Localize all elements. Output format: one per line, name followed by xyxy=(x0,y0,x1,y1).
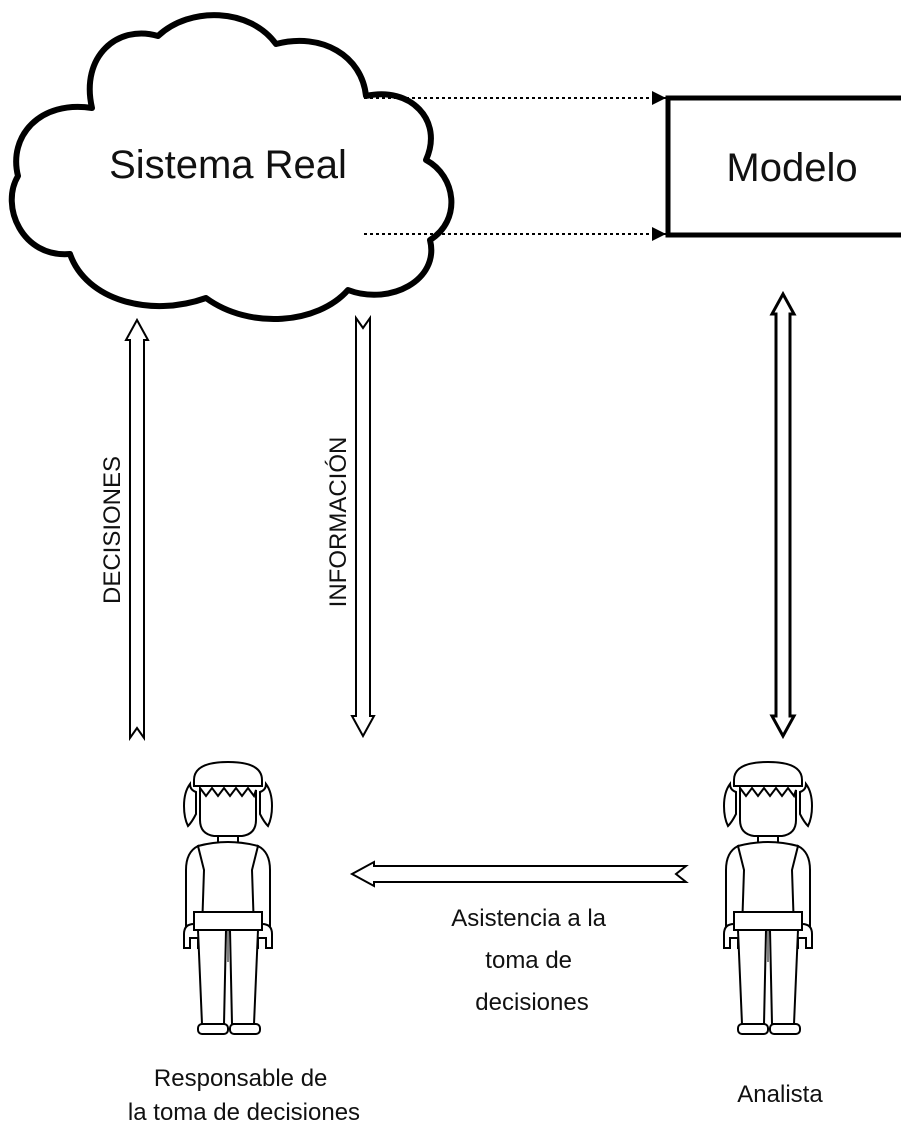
information-arrow xyxy=(350,314,376,739)
decisions-arrow xyxy=(124,317,150,742)
assistance-label-line-3: decisiones xyxy=(475,989,588,1016)
decision-maker-label-line-2: la toma de decisiones xyxy=(128,1099,360,1126)
assistance-label-line-2: toma de xyxy=(485,947,572,974)
decision-maker-label: Responsable de la toma de decisiones xyxy=(128,1065,360,1126)
decision-maker-label-line-1: Responsable de xyxy=(154,1065,327,1092)
decisions-label: DECISIONES xyxy=(99,456,126,604)
real-system-node: Sistema Real xyxy=(8,12,455,323)
analyst-label: Analista xyxy=(737,1081,823,1108)
decision-maker-figure xyxy=(183,761,273,1035)
model-node: Modelo xyxy=(665,95,901,238)
assistance-label: Asistencia a la toma de decisiones xyxy=(451,905,612,1016)
model-label: Modelo xyxy=(726,146,857,190)
analyst-figure xyxy=(723,761,813,1035)
real-system-label: Sistema Real xyxy=(109,143,347,187)
assistance-arrow xyxy=(349,860,689,888)
assistance-label-line-1: Asistencia a la xyxy=(451,905,606,932)
information-label: INFORMACIÓN xyxy=(325,437,352,608)
model-analyst-arrow xyxy=(769,290,797,740)
cloud-shape xyxy=(8,12,455,323)
model-box xyxy=(665,95,901,238)
